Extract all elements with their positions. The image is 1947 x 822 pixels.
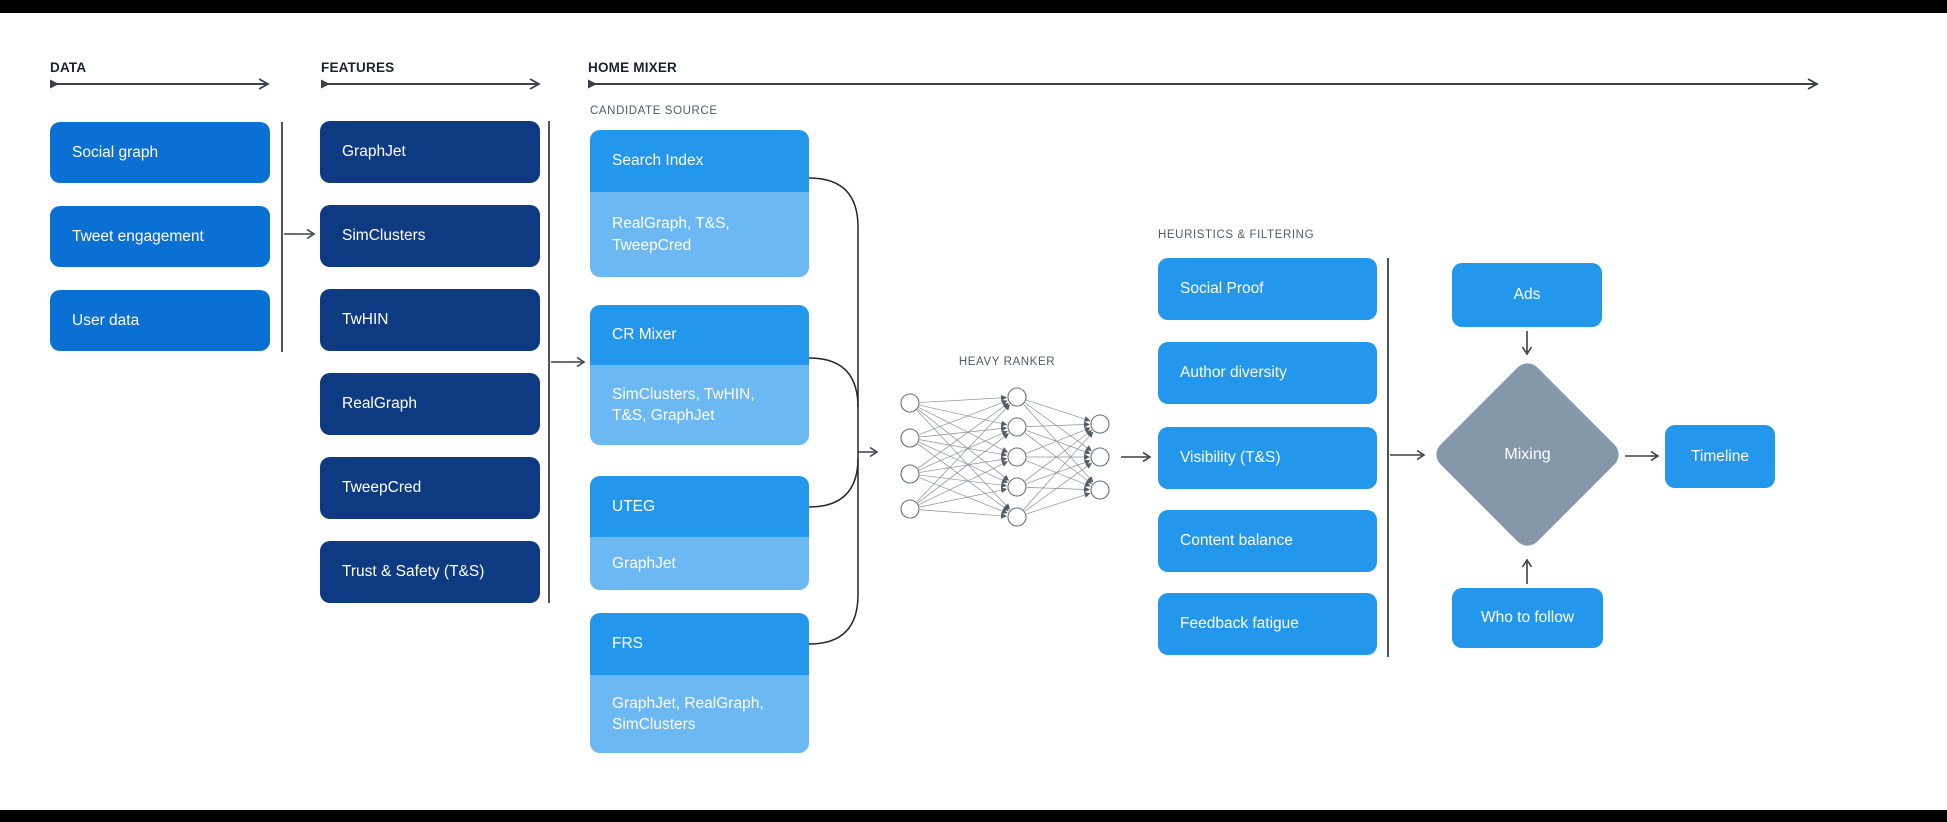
node-tweet-engagement: Tweet engagement bbox=[50, 206, 270, 267]
node-label: Mixing bbox=[1504, 445, 1551, 463]
node-label: Author diversity bbox=[1180, 364, 1287, 381]
features-frs: GraphJet, RealGraph, SimClusters bbox=[590, 675, 809, 753]
neural-network bbox=[900, 387, 1110, 527]
node-label: Content balance bbox=[1180, 532, 1293, 549]
home-mixer-axis-arrow bbox=[588, 78, 1819, 90]
mixing-diamond: Mixing bbox=[1430, 357, 1625, 552]
node-author-diversity: Author diversity bbox=[1158, 342, 1377, 404]
node-social-graph: Social graph bbox=[50, 122, 270, 183]
features-list: GraphJet bbox=[612, 554, 676, 572]
features-axis-arrow bbox=[321, 78, 541, 90]
node-label: Who to follow bbox=[1480, 609, 1575, 626]
label-heuristics-filtering: HEURISTICS & FILTERING bbox=[1158, 229, 1315, 241]
bottom-letterbox-bar bbox=[0, 810, 1947, 822]
features-cr-mixer: SimClusters, TwHIN, T&S, GraphJet bbox=[590, 365, 809, 445]
node-label: Ads bbox=[1513, 286, 1541, 303]
features-uteg: GraphJet bbox=[590, 537, 809, 590]
node-label: TwHIN bbox=[342, 311, 389, 328]
node-label: Social Proof bbox=[1180, 280, 1264, 297]
node-label: Tweet engagement bbox=[72, 227, 204, 245]
group-uteg: UTEG GraphJet bbox=[590, 476, 809, 590]
node-search-index: Search Index bbox=[590, 130, 809, 192]
features-list: RealGraph, T&S, TweepCred bbox=[612, 215, 730, 254]
node-trust-safety: Trust & Safety (T&S) bbox=[320, 541, 540, 603]
node-label: Trust & Safety (T&S) bbox=[342, 563, 485, 580]
features-list: GraphJet, RealGraph, SimClusters bbox=[612, 694, 764, 733]
header-home-mixer: HOME MIXER bbox=[588, 60, 678, 75]
node-visibility-ts: Visibility (T&S) bbox=[1158, 427, 1377, 489]
group-frs: FRS GraphJet, RealGraph, SimClusters bbox=[590, 613, 809, 753]
candidate-collector bbox=[808, 177, 859, 645]
node-label: User data bbox=[72, 311, 140, 329]
node-label: UTEG bbox=[612, 497, 656, 515]
node-label: RealGraph bbox=[342, 395, 417, 412]
node-label: Social graph bbox=[72, 143, 159, 161]
node-social-proof: Social Proof bbox=[1158, 258, 1377, 320]
node-tweepcred: TweepCred bbox=[320, 457, 540, 519]
node-feedback-fatigue: Feedback fatigue bbox=[1158, 593, 1377, 655]
node-label: GraphJet bbox=[342, 143, 406, 160]
header-data: DATA bbox=[50, 60, 87, 75]
node-who-to-follow: Who to follow bbox=[1452, 588, 1603, 648]
node-label: CR Mixer bbox=[612, 326, 677, 343]
node-user-data: User data bbox=[50, 290, 270, 351]
node-label: FRS bbox=[612, 635, 643, 652]
node-timeline: Timeline bbox=[1665, 425, 1775, 488]
group-cr-mixer: CR Mixer SimClusters, TwHIN, T&S, GraphJ… bbox=[590, 305, 809, 445]
node-label: SimClusters bbox=[342, 227, 426, 244]
data-axis-arrow bbox=[50, 78, 270, 90]
node-label: Search Index bbox=[612, 152, 704, 169]
node-label: Feedback fatigue bbox=[1180, 615, 1299, 632]
node-cr-mixer: CR Mixer bbox=[590, 305, 809, 365]
features-list: SimClusters, TwHIN, T&S, GraphJet bbox=[612, 385, 755, 424]
top-letterbox-bar bbox=[0, 0, 1947, 13]
node-ads: Ads bbox=[1452, 263, 1602, 327]
node-graphjet: GraphJet bbox=[320, 121, 540, 183]
label-heavy-ranker: HEAVY RANKER bbox=[958, 356, 1056, 368]
node-label: Timeline bbox=[1691, 447, 1749, 465]
node-uteg: UTEG bbox=[590, 476, 809, 537]
node-label: Visibility (T&S) bbox=[1180, 449, 1281, 466]
header-features: FEATURES bbox=[321, 60, 395, 75]
node-content-balance: Content balance bbox=[1158, 510, 1377, 572]
label-candidate-source: CANDIDATE SOURCE bbox=[590, 105, 718, 117]
node-label: TweepCred bbox=[342, 479, 422, 496]
node-simclusters: SimClusters bbox=[320, 205, 540, 267]
node-realgraph: RealGraph bbox=[320, 373, 540, 435]
node-twhin: TwHIN bbox=[320, 289, 540, 351]
node-frs: FRS bbox=[590, 613, 809, 675]
features-search-index: RealGraph, T&S, TweepCred bbox=[590, 192, 809, 277]
group-search-index: Search Index RealGraph, T&S, TweepCred bbox=[590, 130, 809, 277]
